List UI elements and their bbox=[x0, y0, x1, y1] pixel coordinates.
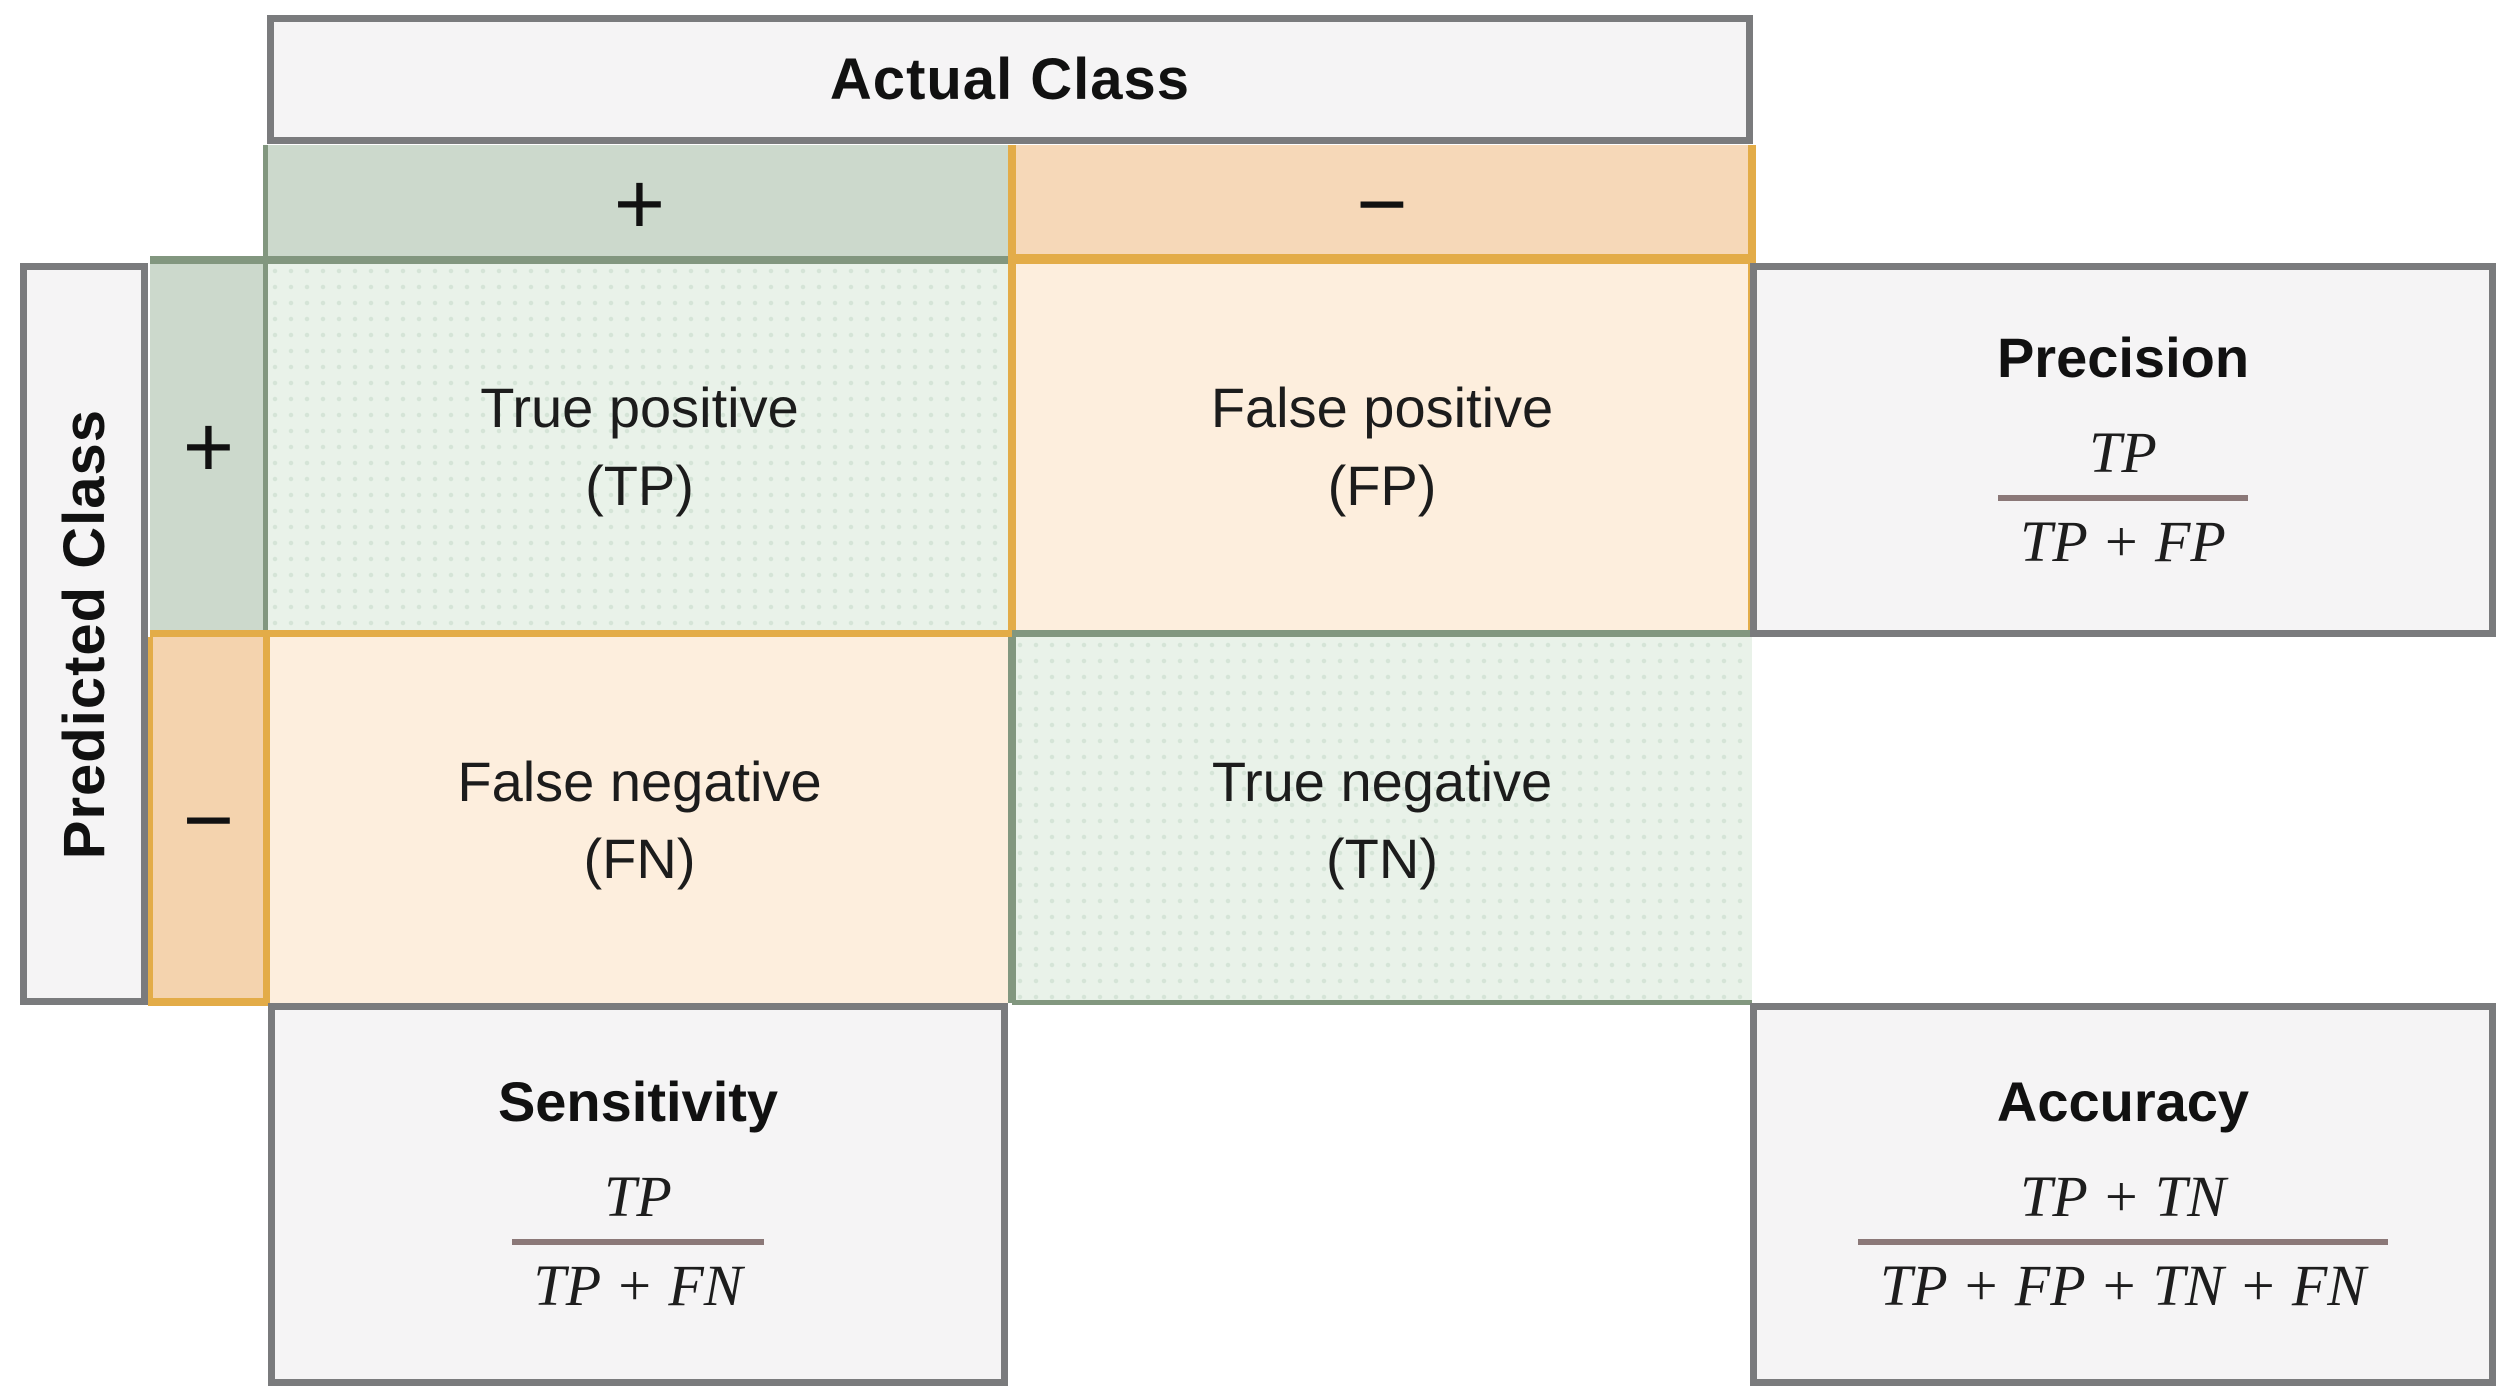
true-positive-label: True positive (TP) bbox=[480, 369, 799, 524]
predicted-class-header: Predicted Class bbox=[20, 263, 148, 1005]
cell-false-positive: False positive (FP) bbox=[1012, 263, 1752, 630]
grid-line-green-middle-right bbox=[1012, 630, 1752, 637]
sensitivity-box: Sensitivity TP TP + FN bbox=[268, 1003, 1008, 1386]
sensitivity-numerator: TP bbox=[604, 1164, 672, 1230]
precision-title: Precision bbox=[1996, 325, 2250, 389]
false-negative-line1: False negative bbox=[457, 749, 822, 813]
sensitivity-denominator: TP + FN bbox=[533, 1253, 743, 1318]
accuracy-box: Accuracy TP + TN TP + FP + TN + FN bbox=[1750, 1003, 2496, 1386]
col-header-positive: + bbox=[267, 145, 1012, 263]
grid-line-amber-center-vertical bbox=[1008, 145, 1016, 637]
col-positive-sign: + bbox=[613, 154, 666, 253]
row-positive-sign: + bbox=[182, 396, 235, 496]
predicted-class-label: Predicted Class bbox=[51, 408, 117, 860]
actual-class-label: Actual Class bbox=[829, 47, 1191, 112]
accuracy-denominator: TP + FP + TN + FN bbox=[1880, 1253, 2366, 1318]
precision-fraction-bar bbox=[1998, 494, 2248, 501]
cell-true-positive: True positive (TP) bbox=[267, 263, 1012, 630]
precision-formula: TP TP + FP bbox=[1998, 420, 2248, 575]
false-positive-line2: (FP) bbox=[1327, 453, 1437, 517]
col-negative-sign: − bbox=[1356, 154, 1408, 253]
false-negative-line2: (FN) bbox=[583, 827, 696, 890]
accuracy-numerator: TP + TN bbox=[2020, 1164, 2226, 1230]
grid-line-amber-row-left bbox=[148, 637, 153, 1003]
row-header-negative: − bbox=[150, 637, 267, 1003]
accuracy-fraction-bar bbox=[1858, 1239, 2388, 1245]
precision-numerator: TP bbox=[2089, 419, 2157, 485]
grid-line-green-top-left bbox=[150, 256, 1012, 264]
false-positive-label: False positive (FP) bbox=[1211, 369, 1553, 524]
false-negative-label: False negative (FN) bbox=[457, 743, 821, 898]
col-header-negative: − bbox=[1012, 145, 1752, 263]
row-header-positive: + bbox=[150, 263, 267, 630]
sensitivity-title: Sensitivity bbox=[497, 1070, 779, 1134]
true-positive-line2: (TP) bbox=[585, 453, 694, 517]
sensitivity-formula: TP TP + FN bbox=[511, 1164, 765, 1319]
true-negative-line2: (TN) bbox=[1326, 827, 1438, 890]
row-negative-sign: − bbox=[182, 770, 235, 869]
grid-line-green-tn-bottom bbox=[1012, 1000, 1752, 1005]
accuracy-formula: TP + TN TP + FP + TN + FN bbox=[1858, 1164, 2388, 1319]
false-positive-line1: False positive bbox=[1210, 376, 1554, 440]
grid-line-amber-fn-left bbox=[263, 637, 270, 1003]
accuracy-title: Accuracy bbox=[1996, 1070, 2250, 1134]
precision-box: Precision TP TP + FP bbox=[1750, 263, 2496, 637]
true-positive-line1: True positive bbox=[480, 376, 799, 440]
true-negative-label: True negative (TN) bbox=[1212, 743, 1552, 898]
cell-false-negative: False negative (FN) bbox=[267, 637, 1012, 1003]
cell-true-negative: True negative (TN) bbox=[1012, 637, 1752, 1003]
actual-class-header: Actual Class bbox=[267, 15, 1753, 144]
sensitivity-fraction-bar bbox=[511, 1239, 765, 1245]
precision-denominator: TP + FP bbox=[2020, 508, 2226, 574]
grid-line-green-left-vertical bbox=[263, 145, 268, 630]
true-negative-line1: True negative bbox=[1211, 749, 1553, 813]
grid-line-amber-middle-left bbox=[150, 630, 1016, 637]
grid-line-amber-top-right bbox=[1012, 254, 1756, 264]
grid-line-green-bottom-vertical bbox=[1008, 637, 1016, 1003]
grid-line-amber-row-bottom bbox=[148, 998, 270, 1006]
